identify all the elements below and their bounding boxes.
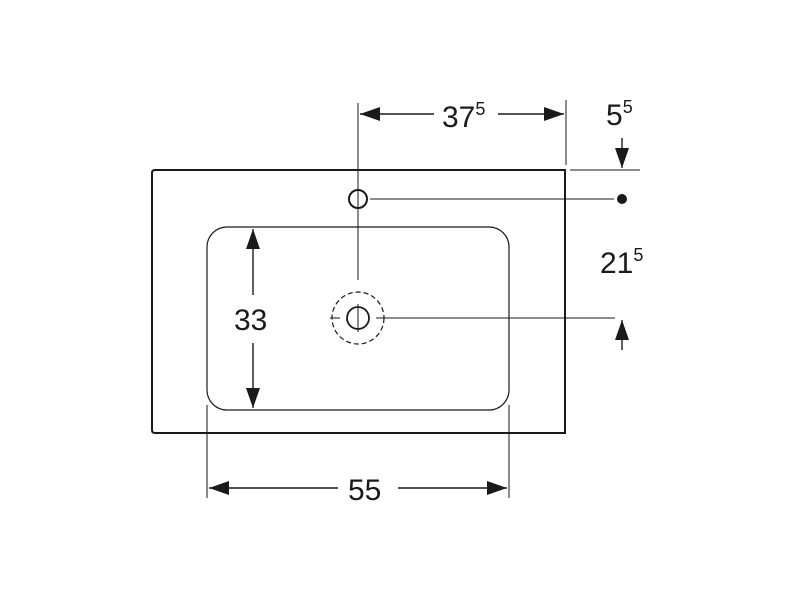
right-height-label: 215 — [600, 245, 643, 280]
top-offset-label: 55 — [606, 97, 633, 132]
basin-height-label: 33 — [234, 304, 267, 337]
basin-outer-outline — [151, 169, 566, 434]
top-width-label: 375 — [442, 99, 485, 134]
basin-width-label: 55 — [348, 474, 381, 507]
tap-center-dot — [617, 194, 627, 204]
